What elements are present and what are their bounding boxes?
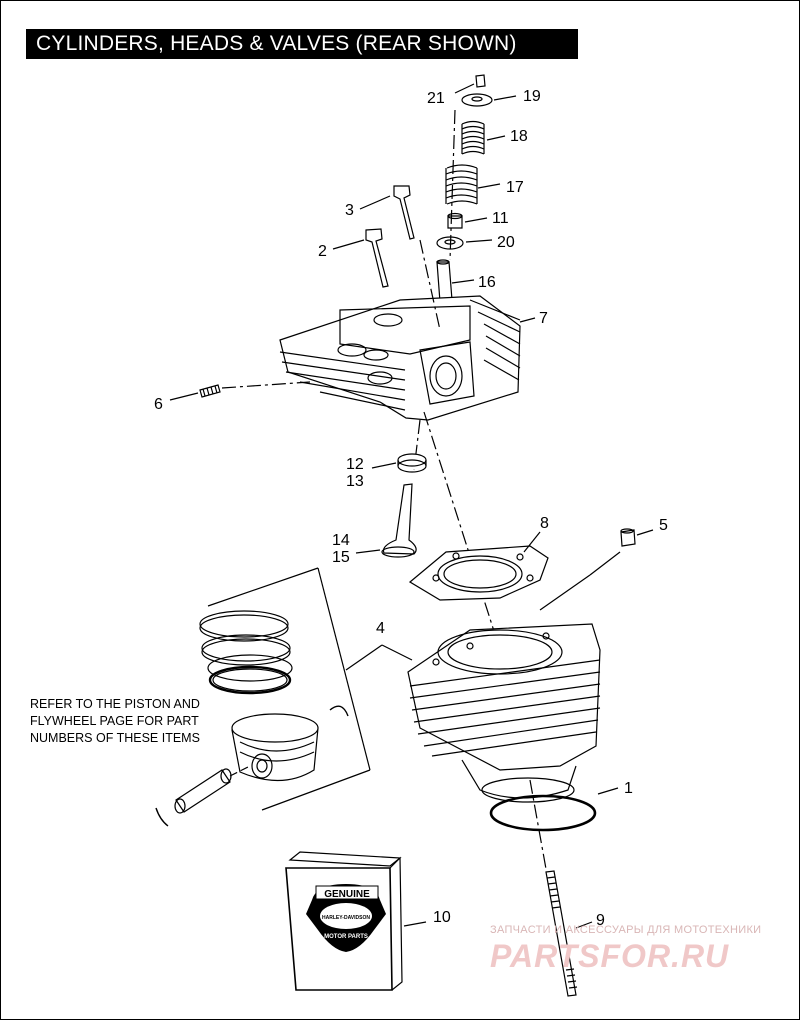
- callout-16: 16: [478, 274, 496, 291]
- callout-15: 15: [332, 549, 350, 566]
- circlip-right: [329, 705, 349, 717]
- piston-group-bracket: [207, 567, 413, 811]
- spring-seat-part-20: [436, 236, 493, 250]
- callout-19: 19: [523, 88, 541, 105]
- valve-keeper-part-21: [454, 74, 486, 94]
- cylinder-barrel: [407, 623, 601, 803]
- callout-1: 1: [624, 780, 633, 797]
- cylinder-head-part-7: [279, 295, 536, 421]
- head-bolt-part-6: [169, 381, 311, 401]
- callout-10: 10: [433, 909, 451, 926]
- callout-5: 5: [659, 517, 668, 534]
- inner-valve-spring-part-18: [461, 120, 506, 155]
- logo-top-text: GENUINE: [324, 889, 370, 900]
- valve-seat-part-12-13: [371, 453, 427, 473]
- head-gasket-part-8: [408, 531, 549, 601]
- logo-bottom-text: MOTOR PARTS: [324, 934, 368, 940]
- callout-14: 14: [332, 532, 350, 549]
- circlip-left: [155, 807, 169, 827]
- spring-retainer-part-19: [461, 93, 517, 107]
- valve-part-2: [332, 228, 389, 288]
- piston: [231, 713, 319, 782]
- watermark-brand: PARTSFOR.RU: [490, 938, 730, 974]
- callout-12: 12: [346, 456, 364, 473]
- callout-4: 4: [376, 620, 385, 637]
- valve-seal-part-11: [447, 212, 488, 229]
- callout-20: 20: [497, 234, 515, 251]
- valve-part-14-15: [355, 483, 417, 558]
- valve-guide-part-16: [436, 259, 475, 303]
- callout-2: 2: [318, 243, 327, 260]
- valve-part-3: [359, 185, 415, 240]
- callout-7: 7: [539, 310, 548, 327]
- wrist-pin: [174, 765, 251, 814]
- logo-middle-text: HARLEY-DAVIDSON: [322, 915, 370, 921]
- callout-8: 8: [540, 515, 549, 532]
- watermark-caption: ЗАПЧАСТИ И АКСЕССУАРЫ ДЛЯ МОТОТЕХНИКИ: [490, 924, 762, 936]
- cylinder-stud-part-9: [545, 870, 593, 997]
- callout-13: 13: [346, 473, 364, 490]
- callout-6: 6: [154, 396, 163, 413]
- o-ring-part-1: [489, 787, 619, 832]
- callout-11: 11: [492, 210, 509, 227]
- outer-valve-spring-part-17: [445, 164, 501, 205]
- reference-note: REFER TO THE PISTON AND FLYWHEEL PAGE FO…: [30, 697, 200, 745]
- piston-rings: [199, 610, 293, 695]
- callout-3: 3: [345, 202, 354, 219]
- callout-9: 9: [596, 912, 605, 929]
- genuine-motor-parts-logo: GENUINE HARLEY-DAVIDSON MOTOR PARTS: [306, 884, 386, 952]
- callout-21: 21: [427, 90, 445, 107]
- dowel-pin-part-5: [539, 528, 654, 611]
- callout-18: 18: [510, 128, 528, 145]
- page-title: CYLINDERS, HEADS & VALVES (REAR SHOWN): [26, 29, 578, 59]
- callout-17: 17: [506, 179, 524, 196]
